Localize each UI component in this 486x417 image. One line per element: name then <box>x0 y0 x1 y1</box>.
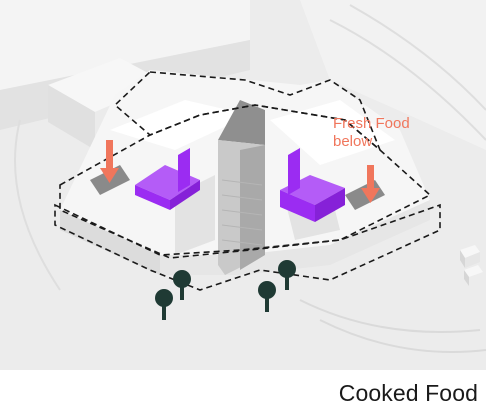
central-tower <box>218 100 265 275</box>
axonometric-diagram: Fresh Food below <box>0 0 486 370</box>
roof-terrace-right <box>270 100 395 165</box>
dashed-outline-lower <box>54 203 441 291</box>
kiosk-icon <box>464 265 483 286</box>
context-block-left <box>48 58 165 112</box>
fresh-food-label-line2: below <box>333 133 372 150</box>
tree-icon <box>278 260 296 290</box>
down-arrow-icon <box>361 165 380 203</box>
tree-icon <box>173 270 191 300</box>
tree-icon <box>258 281 276 312</box>
purple-volume-right <box>280 148 345 222</box>
tree-icon <box>155 289 173 320</box>
caption-label: Cooked Food <box>338 380 478 406</box>
purple-volume-left <box>135 148 200 210</box>
void-opening-right <box>345 180 385 210</box>
fresh-food-label-line1: Fresh Food <box>333 115 410 132</box>
dashed-outlines <box>54 71 441 291</box>
kiosk-icon <box>460 245 480 268</box>
context-buildings <box>14 4 486 353</box>
down-arrow-icon <box>100 140 119 183</box>
dashed-outline-upper <box>113 71 381 151</box>
dashed-outline-middle <box>59 104 432 259</box>
